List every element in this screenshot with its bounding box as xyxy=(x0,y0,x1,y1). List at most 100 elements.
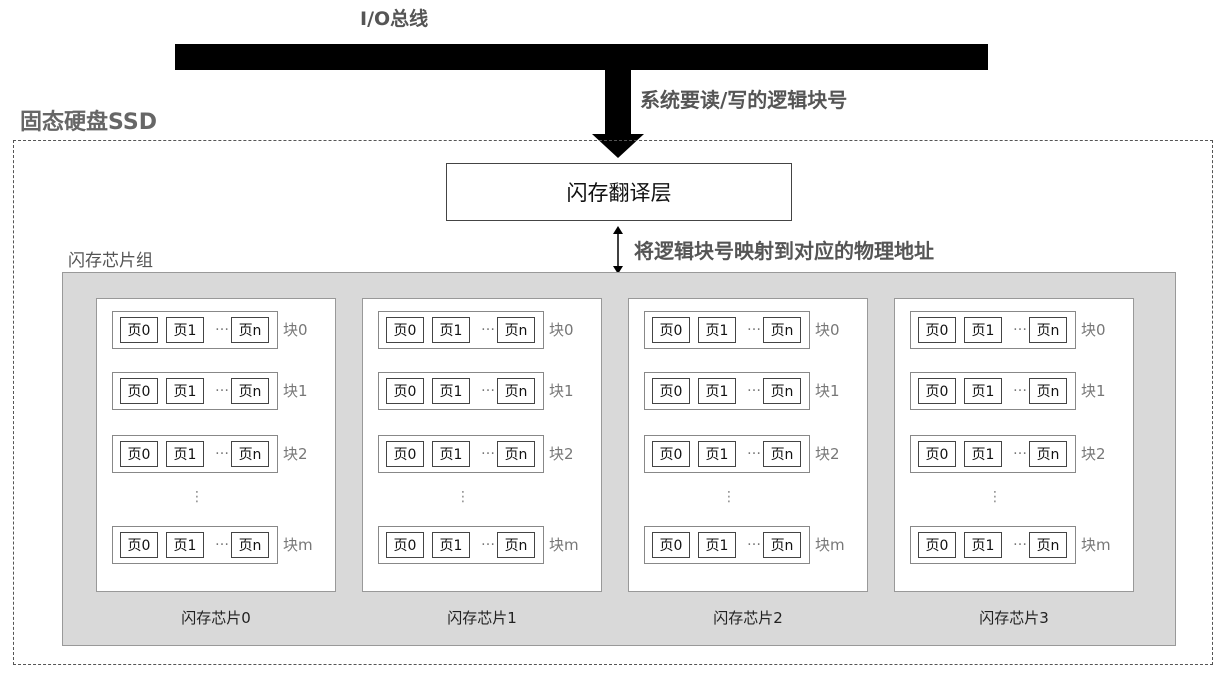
flash-block: 页0 页1 页n… xyxy=(378,435,544,473)
flash-page: 页n xyxy=(1029,378,1067,404)
flash-page: 页1 xyxy=(432,378,470,404)
io-bus-label: I/O总线 xyxy=(360,8,429,30)
block-label: 块2 xyxy=(549,445,574,463)
flash-page: 页n xyxy=(231,532,269,558)
block-label: 块1 xyxy=(815,382,840,400)
flash-page: 页1 xyxy=(964,441,1002,467)
flash-page: 页n xyxy=(1029,317,1067,343)
page-ellipsis: … xyxy=(481,533,495,549)
flash-page: 页1 xyxy=(698,317,736,343)
flash-block: 页0 页1 页n… xyxy=(378,311,544,349)
block-label: 块m xyxy=(283,536,313,554)
page-ellipsis: … xyxy=(747,442,761,458)
block-vertical-ellipsis: ⋮ xyxy=(190,489,204,505)
flash-page: 页1 xyxy=(964,532,1002,558)
flash-page: 页0 xyxy=(652,317,690,343)
flash-page: 页n xyxy=(497,378,535,404)
flash-page: 页0 xyxy=(918,532,956,558)
block-vertical-ellipsis: ⋮ xyxy=(988,489,1002,505)
flash-page: 页1 xyxy=(166,317,204,343)
flash-page: 页1 xyxy=(432,317,470,343)
flash-block: 页0 页1 页n… xyxy=(644,372,810,410)
flash-page: 页0 xyxy=(120,317,158,343)
flash-page: 页0 xyxy=(652,441,690,467)
page-ellipsis: … xyxy=(1013,442,1027,458)
read-write-label: 系统要读/写的逻辑块号 xyxy=(640,88,848,112)
flash-translation-layer-box: 闪存翻译层 xyxy=(446,163,792,221)
flash-chip-label: 闪存芯片3 xyxy=(979,609,1049,627)
block-label: 块m xyxy=(815,536,845,554)
block-label: 块0 xyxy=(549,321,574,339)
page-ellipsis: … xyxy=(747,318,761,334)
read-write-arrow-shaft xyxy=(605,44,631,136)
page-ellipsis: … xyxy=(747,379,761,395)
block-vertical-ellipsis: ⋮ xyxy=(456,489,470,505)
flash-page: 页n xyxy=(231,441,269,467)
flash-page: 页1 xyxy=(166,441,204,467)
flash-page: 页0 xyxy=(120,532,158,558)
page-ellipsis: … xyxy=(215,442,229,458)
flash-page: 页1 xyxy=(698,532,736,558)
io-bus-bar xyxy=(175,44,988,70)
flash-page: 页n xyxy=(231,378,269,404)
mapping-label: 将逻辑块号映射到对应的物理地址 xyxy=(634,239,934,263)
mapping-double-arrow-icon xyxy=(613,226,623,274)
flash-page: 页1 xyxy=(432,441,470,467)
flash-block: 页0 页1 页n… xyxy=(910,311,1076,349)
block-label: 块m xyxy=(1081,536,1111,554)
page-ellipsis: … xyxy=(481,442,495,458)
ssd-boundary xyxy=(13,140,1213,665)
flash-page: 页1 xyxy=(166,378,204,404)
flash-page: 页0 xyxy=(918,317,956,343)
page-ellipsis: … xyxy=(1013,533,1027,549)
page-ellipsis: … xyxy=(481,379,495,395)
block-vertical-ellipsis: ⋮ xyxy=(722,489,736,505)
flash-page: 页n xyxy=(1029,532,1067,558)
flash-page: 页n xyxy=(763,532,801,558)
flash-page: 页0 xyxy=(120,378,158,404)
flash-page: 页1 xyxy=(964,378,1002,404)
flash-page: 页1 xyxy=(698,378,736,404)
block-label: 块1 xyxy=(1081,382,1106,400)
chip-group-label: 闪存芯片组 xyxy=(68,251,153,271)
block-label: 块2 xyxy=(283,445,308,463)
flash-page: 页0 xyxy=(386,317,424,343)
flash-page: 页n xyxy=(497,441,535,467)
ftl-label: 闪存翻译层 xyxy=(566,181,672,205)
page-ellipsis: … xyxy=(1013,379,1027,395)
block-label: 块0 xyxy=(1081,321,1106,339)
flash-page: 页n xyxy=(231,317,269,343)
flash-block: 页0 页1 页n… xyxy=(910,372,1076,410)
flash-page: 页1 xyxy=(698,441,736,467)
flash-page: 页n xyxy=(763,317,801,343)
flash-page: 页1 xyxy=(166,532,204,558)
flash-page: 页n xyxy=(763,378,801,404)
page-ellipsis: … xyxy=(481,318,495,334)
flash-page: 页0 xyxy=(386,441,424,467)
flash-page: 页0 xyxy=(918,378,956,404)
flash-page: 页0 xyxy=(652,378,690,404)
flash-page: 页n xyxy=(497,317,535,343)
flash-chip-label: 闪存芯片1 xyxy=(447,609,517,627)
flash-block: 页0 页1 页n… xyxy=(644,311,810,349)
block-label: 块1 xyxy=(283,382,308,400)
flash-page: 页0 xyxy=(120,441,158,467)
flash-page: 页n xyxy=(497,532,535,558)
block-label: 块1 xyxy=(549,382,574,400)
page-ellipsis: … xyxy=(1013,318,1027,334)
flash-chip-label: 闪存芯片2 xyxy=(713,609,783,627)
flash-page: 页1 xyxy=(964,317,1002,343)
ssd-label: 固态硬盘SSD xyxy=(20,110,157,135)
